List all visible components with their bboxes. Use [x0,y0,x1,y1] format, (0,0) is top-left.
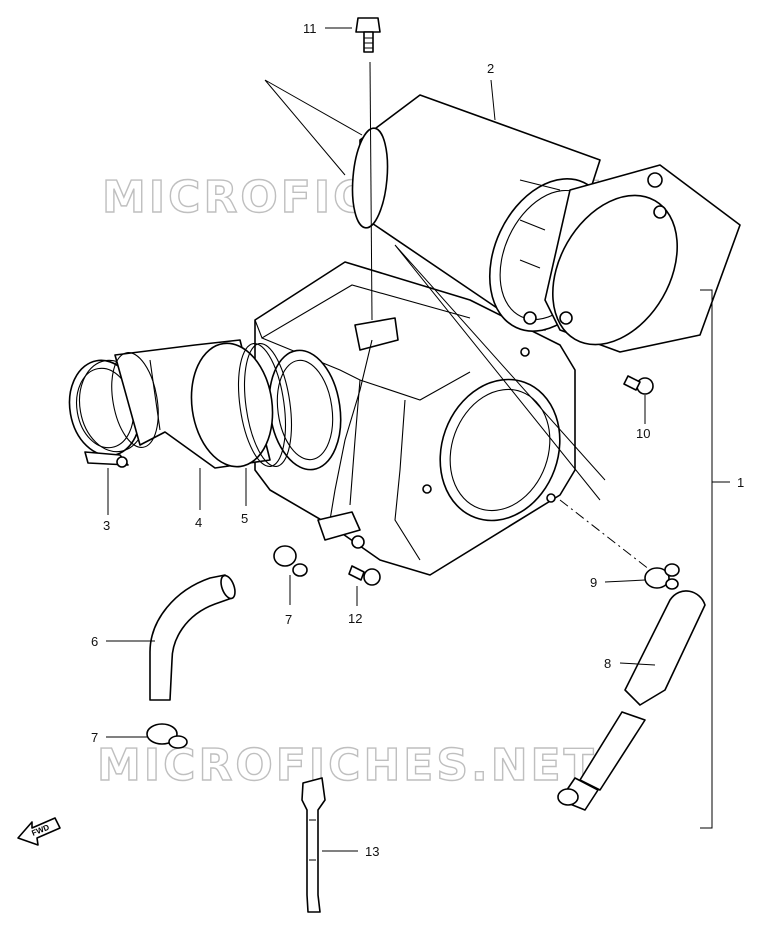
screw-12 [348,565,381,586]
drain-hose [149,574,236,701]
callout-13: 13 [365,844,379,859]
callout-4: 4 [195,515,202,530]
air-cleaner-element-cover [351,94,741,353]
strap-13 [301,777,326,913]
callout-5: 5 [241,511,248,526]
callout-1: 1 [737,475,744,490]
callout-9: 9 [590,575,597,590]
cap-7-lower [146,723,188,749]
callout-10: 10 [636,426,650,441]
cap-9 [644,563,680,590]
fwd-arrow-icon: FWD [17,817,61,846]
callout-8: 8 [604,656,611,671]
callout-2: 2 [487,61,494,76]
cap-7-upper [273,545,308,577]
callout-6: 6 [91,634,98,649]
bolt-11 [355,17,381,53]
watermark-bottom: MICROFICHES.NET [97,740,597,791]
callout-3: 3 [103,518,110,533]
callout-7-upper: 7 [285,612,292,627]
air-cleaner-case [254,261,576,576]
callout-12: 12 [348,611,362,626]
callout-7-lower: 7 [91,730,98,745]
boot-clamp-ring [238,342,292,468]
callout-11: 11 [303,21,317,36]
breather-hose [557,590,706,811]
screw-10 [623,375,654,395]
